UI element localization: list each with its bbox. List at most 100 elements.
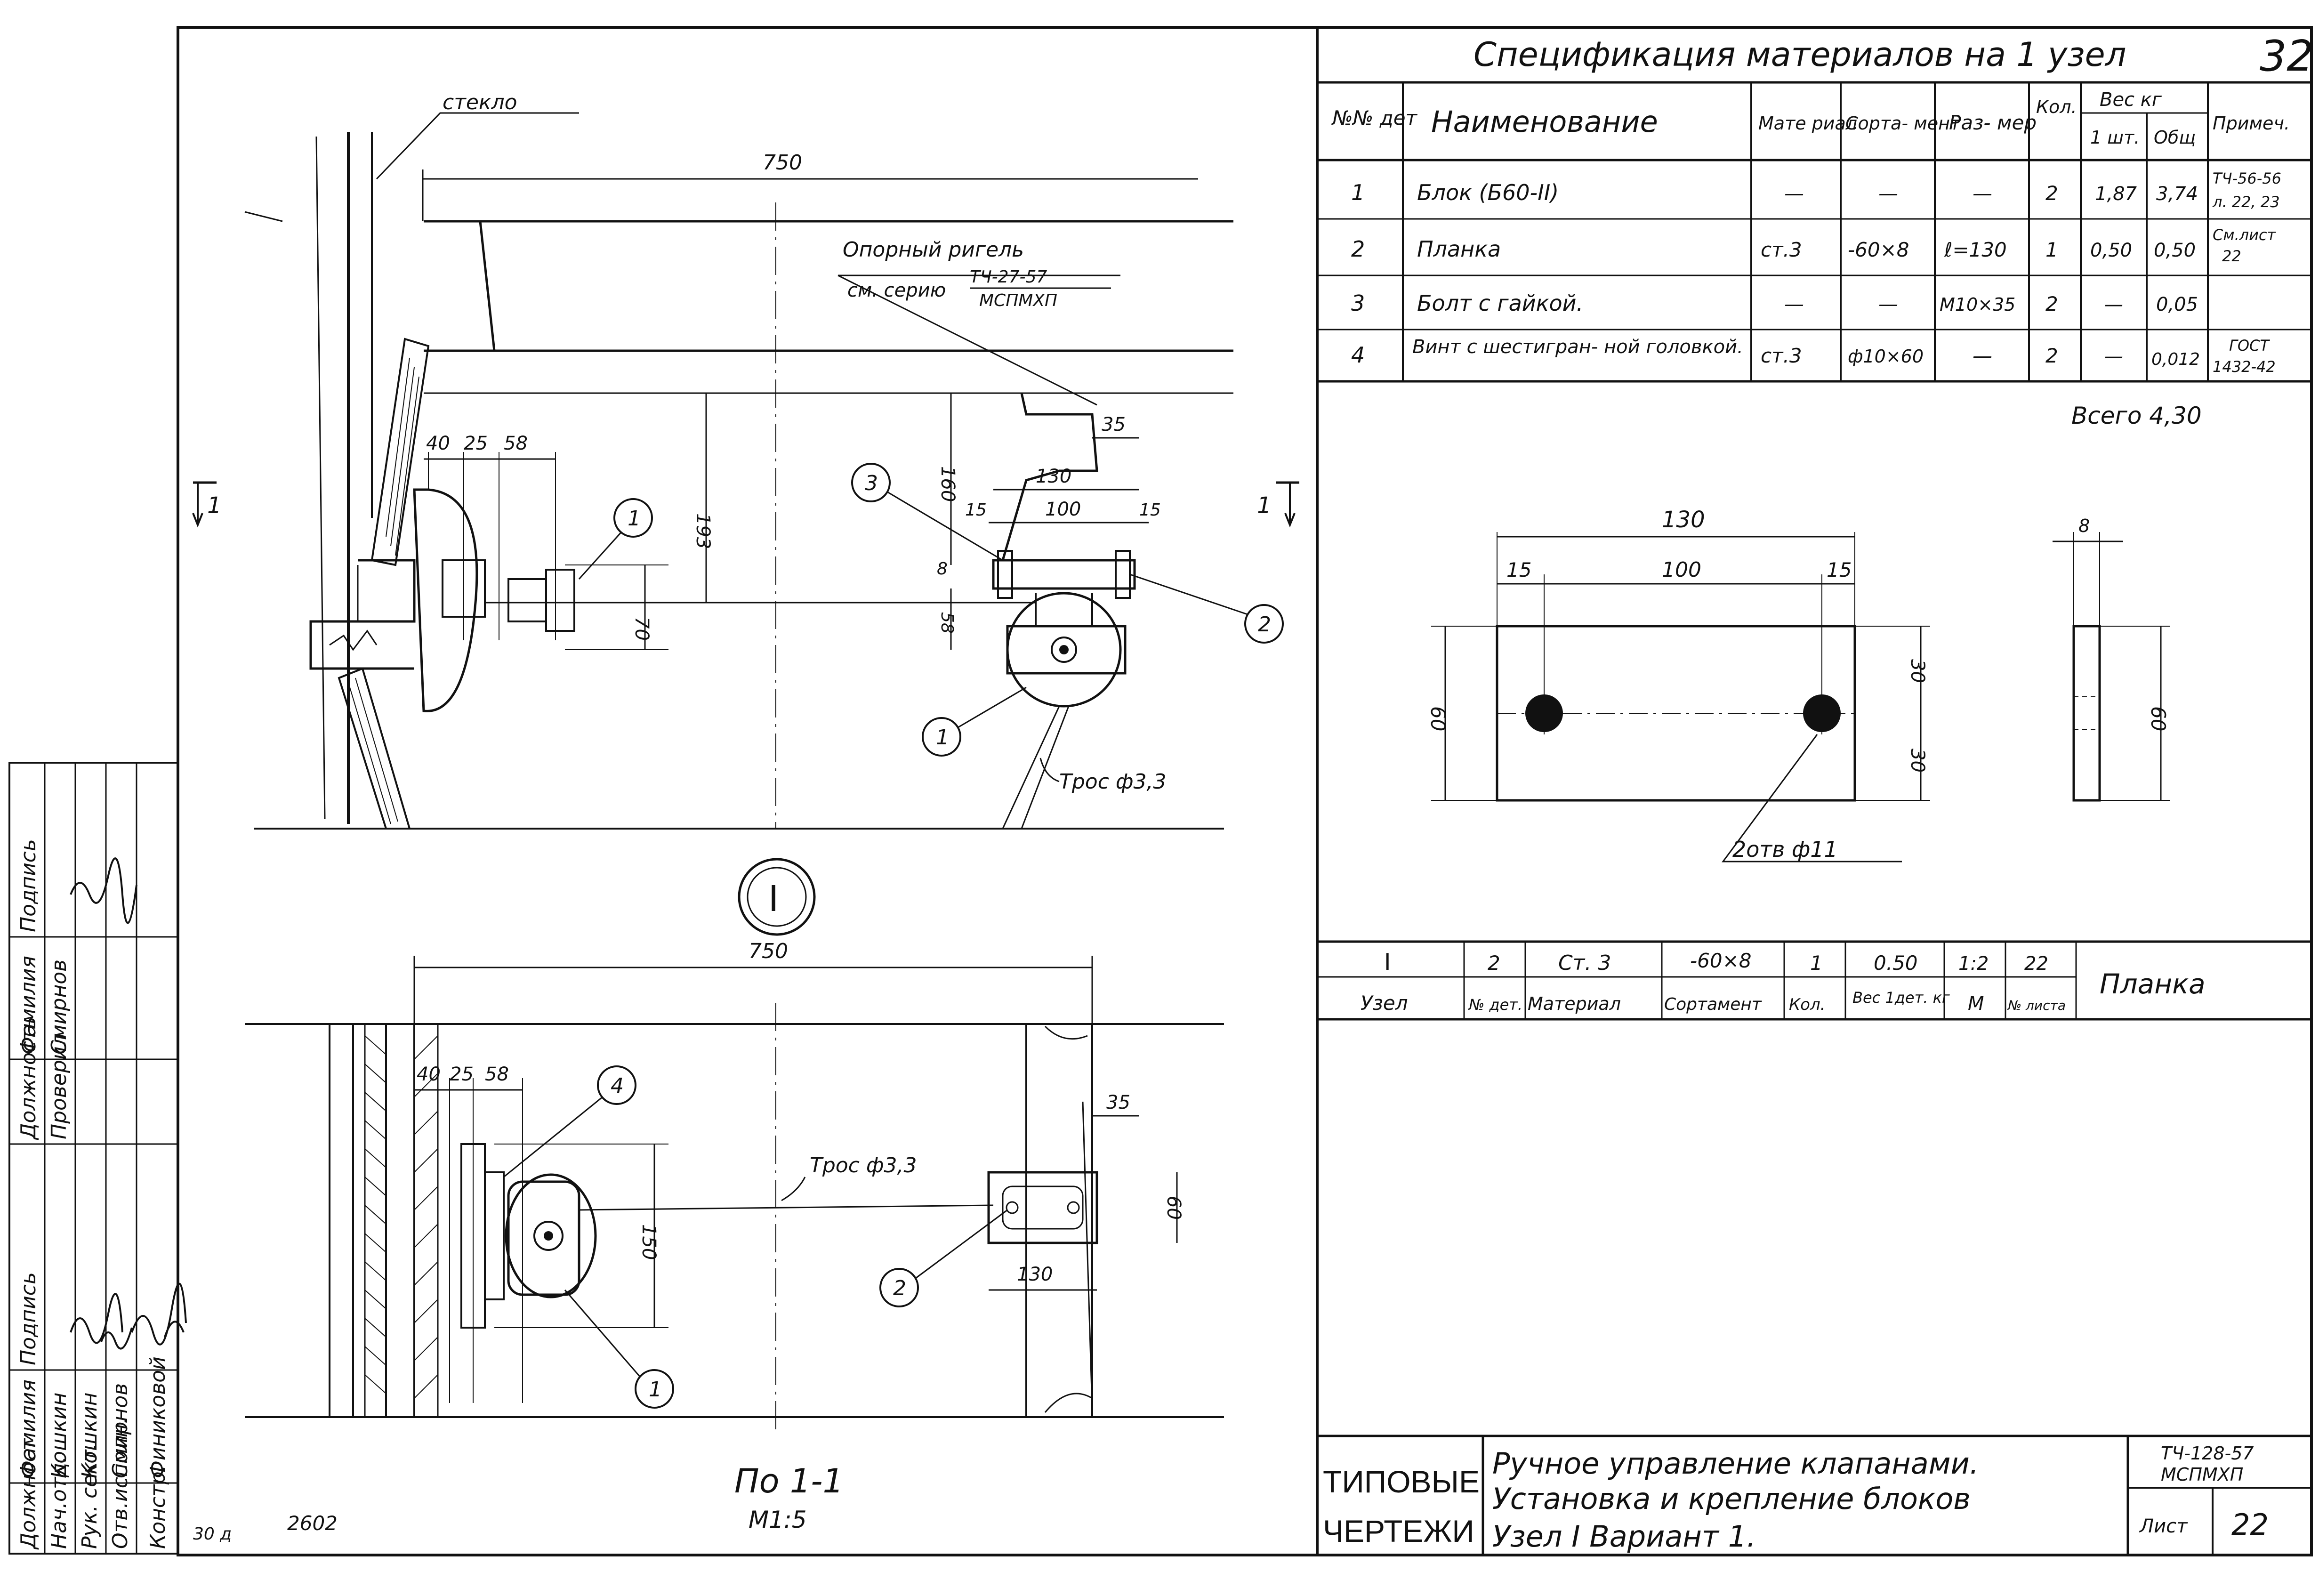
section-mark-left: 1 xyxy=(192,481,222,528)
stamp-col4-h: Должность xyxy=(16,1017,40,1141)
part-qty: 1 xyxy=(1810,951,1823,975)
stamp-col3-h: Подпись xyxy=(16,1272,40,1365)
svg-text:1: 1 xyxy=(936,725,949,750)
dim-25-bottom: 25 xyxy=(450,1064,474,1085)
footer-left-mark: 30 д xyxy=(193,1524,232,1544)
part-weight-label: Вес 1дет. кг xyxy=(1852,989,1950,1007)
part-stamp: I Узел 2 № дет. Ст. 3 Материал -60×8 Сор… xyxy=(1317,940,2311,1021)
hdr-no: №№ дет xyxy=(1331,106,1418,129)
series-line2: ЧЕРТЕЖИ xyxy=(1323,1514,1474,1548)
stamp-col1-h: Должност xyxy=(16,1438,40,1550)
row3-size: М10×35 xyxy=(1940,294,2015,315)
row2-no: 2 xyxy=(1351,236,1365,262)
row4-note1: ГОСТ xyxy=(2229,337,2270,355)
hdr-w-total: Общ xyxy=(2154,127,2196,148)
glass-leader xyxy=(376,112,579,180)
row4-note2: 1432-42 xyxy=(2213,358,2276,376)
svg-text:1: 1 xyxy=(207,492,222,519)
section-title: По 1-1 xyxy=(734,1462,844,1500)
stamp-col2-r1: Кошкин xyxy=(47,1393,71,1478)
svg-text:2: 2 xyxy=(1258,613,1271,637)
holes-label: 2отв ф11 xyxy=(1732,837,1838,862)
dim-130-bottom: 130 xyxy=(1017,1264,1053,1285)
dim-40-bottom: 40 xyxy=(417,1064,441,1085)
row1-material: — xyxy=(1784,182,1804,205)
hdr-weight: Вес кг xyxy=(2100,89,2162,111)
spec-total: Всего 4,30 xyxy=(2071,402,2202,429)
row4-material: ст.3 xyxy=(1761,344,1802,367)
svg-text:3: 3 xyxy=(865,471,878,495)
stamp-col5-r1: Смирнов xyxy=(47,959,71,1055)
code-line1: ТЧ-128-57 xyxy=(2161,1443,2254,1464)
stamp-col5-h: Фамилия xyxy=(16,956,40,1055)
rigel-series-1: ТЧ-27-57 xyxy=(970,267,1047,287)
spec-sheet-no: 32 xyxy=(2260,32,2314,81)
footer-code: 2602 xyxy=(287,1512,338,1535)
bottom-view: 750 40 25 58 Тро xyxy=(245,939,1224,1533)
cable-label-bottom: Трос ф3,3 xyxy=(810,1153,917,1177)
rigel-label-2: см. серию xyxy=(847,280,946,301)
dim-15b: 15 xyxy=(1139,500,1161,520)
dim-40-top: 40 xyxy=(426,433,450,454)
plate-dim-30a: 30 xyxy=(1907,659,1928,683)
stamp-col2-r4: Финиковой xyxy=(146,1356,170,1478)
svg-text:1: 1 xyxy=(1257,492,1272,519)
dim-58-bottom: 58 xyxy=(485,1064,509,1085)
rigel-label-1: Опорный ригель xyxy=(843,238,1024,262)
part-uzel: I xyxy=(1384,948,1391,975)
dim-130-top: 130 xyxy=(1036,466,1071,487)
part-scale: 1:2 xyxy=(1958,953,1989,975)
row3-w-total: 0,05 xyxy=(2156,294,2198,315)
window-frame xyxy=(309,559,416,670)
dim-750-bottom: 750 xyxy=(749,939,788,963)
series-line1: ТИПОВЫЕ xyxy=(1323,1464,1480,1499)
row4-sortament: ф10×60 xyxy=(1848,346,1924,367)
callout-2-bottom: 2 xyxy=(879,1209,1008,1307)
part-det: 2 xyxy=(1488,951,1500,975)
callout-4: 4 xyxy=(503,1065,636,1178)
beam-end xyxy=(424,220,496,352)
row3-no: 3 xyxy=(1351,290,1365,316)
row4-w-one: — xyxy=(2104,346,2123,367)
row4-qty: 2 xyxy=(2045,344,2058,367)
row2-w-total: 0,50 xyxy=(2154,240,2196,261)
stamp-col2-h: Фамилия xyxy=(16,1379,40,1478)
callout-1-bottom-view: 1 xyxy=(564,1290,674,1409)
glass-label: стекло xyxy=(443,90,517,114)
plate-dim-60-side: 60 xyxy=(2147,706,2170,731)
signature-5 xyxy=(70,857,137,924)
title-block: ТИПОВЫЕ ЧЕРТЕЖИ Ручное управление клапан… xyxy=(1317,1435,2311,1555)
row1-w-one: 1,87 xyxy=(2095,183,2137,205)
callout-2-top: 2 xyxy=(1129,573,1284,644)
row2-qty: 1 xyxy=(2045,238,2058,261)
code-line2: МСПМХП xyxy=(2161,1464,2243,1485)
glass-pane-upper xyxy=(370,338,430,566)
row2-note1: См.лист xyxy=(2213,226,2277,244)
rigel-leader xyxy=(837,274,1097,406)
title-line2: Установка и крепление блоков xyxy=(1492,1482,1971,1516)
cable-bottom xyxy=(579,1204,994,1211)
spec-title: Спецификация материалов на 1 узел xyxy=(1474,35,2126,74)
dim-25-top: 25 xyxy=(464,433,488,454)
row2-w-one: 0,50 xyxy=(2090,240,2132,261)
sheet-value: 22 xyxy=(2231,1507,2269,1542)
part-weight: 0.50 xyxy=(1874,951,1918,975)
row1-name: Блок (Б60-II) xyxy=(1417,180,1559,205)
hdr-w-one: 1 шт. xyxy=(2090,127,2140,148)
part-sortament: -60×8 xyxy=(1690,949,1752,972)
row3-name: Болт с гайкой. xyxy=(1417,290,1583,316)
pulley-housing-left xyxy=(413,488,478,712)
dim-35: 35 xyxy=(1102,414,1126,435)
plate-dim-15a: 15 xyxy=(1506,558,1531,581)
row4-no: 4 xyxy=(1351,342,1365,368)
signature-1 xyxy=(70,1293,123,1344)
row1-no: 1 xyxy=(1351,180,1365,205)
stamp-col1-r4: Констр. xyxy=(146,1465,170,1549)
callout-3: 3 xyxy=(851,463,1003,561)
row1-note2: л. 22, 23 xyxy=(2212,193,2280,211)
glass-pane-lower xyxy=(338,667,411,830)
svg-text:4: 4 xyxy=(611,1074,624,1098)
spec-table: Спецификация материалов на 1 узел 32 №№ … xyxy=(1317,32,2314,429)
row2-material: ст.3 xyxy=(1761,238,1802,261)
